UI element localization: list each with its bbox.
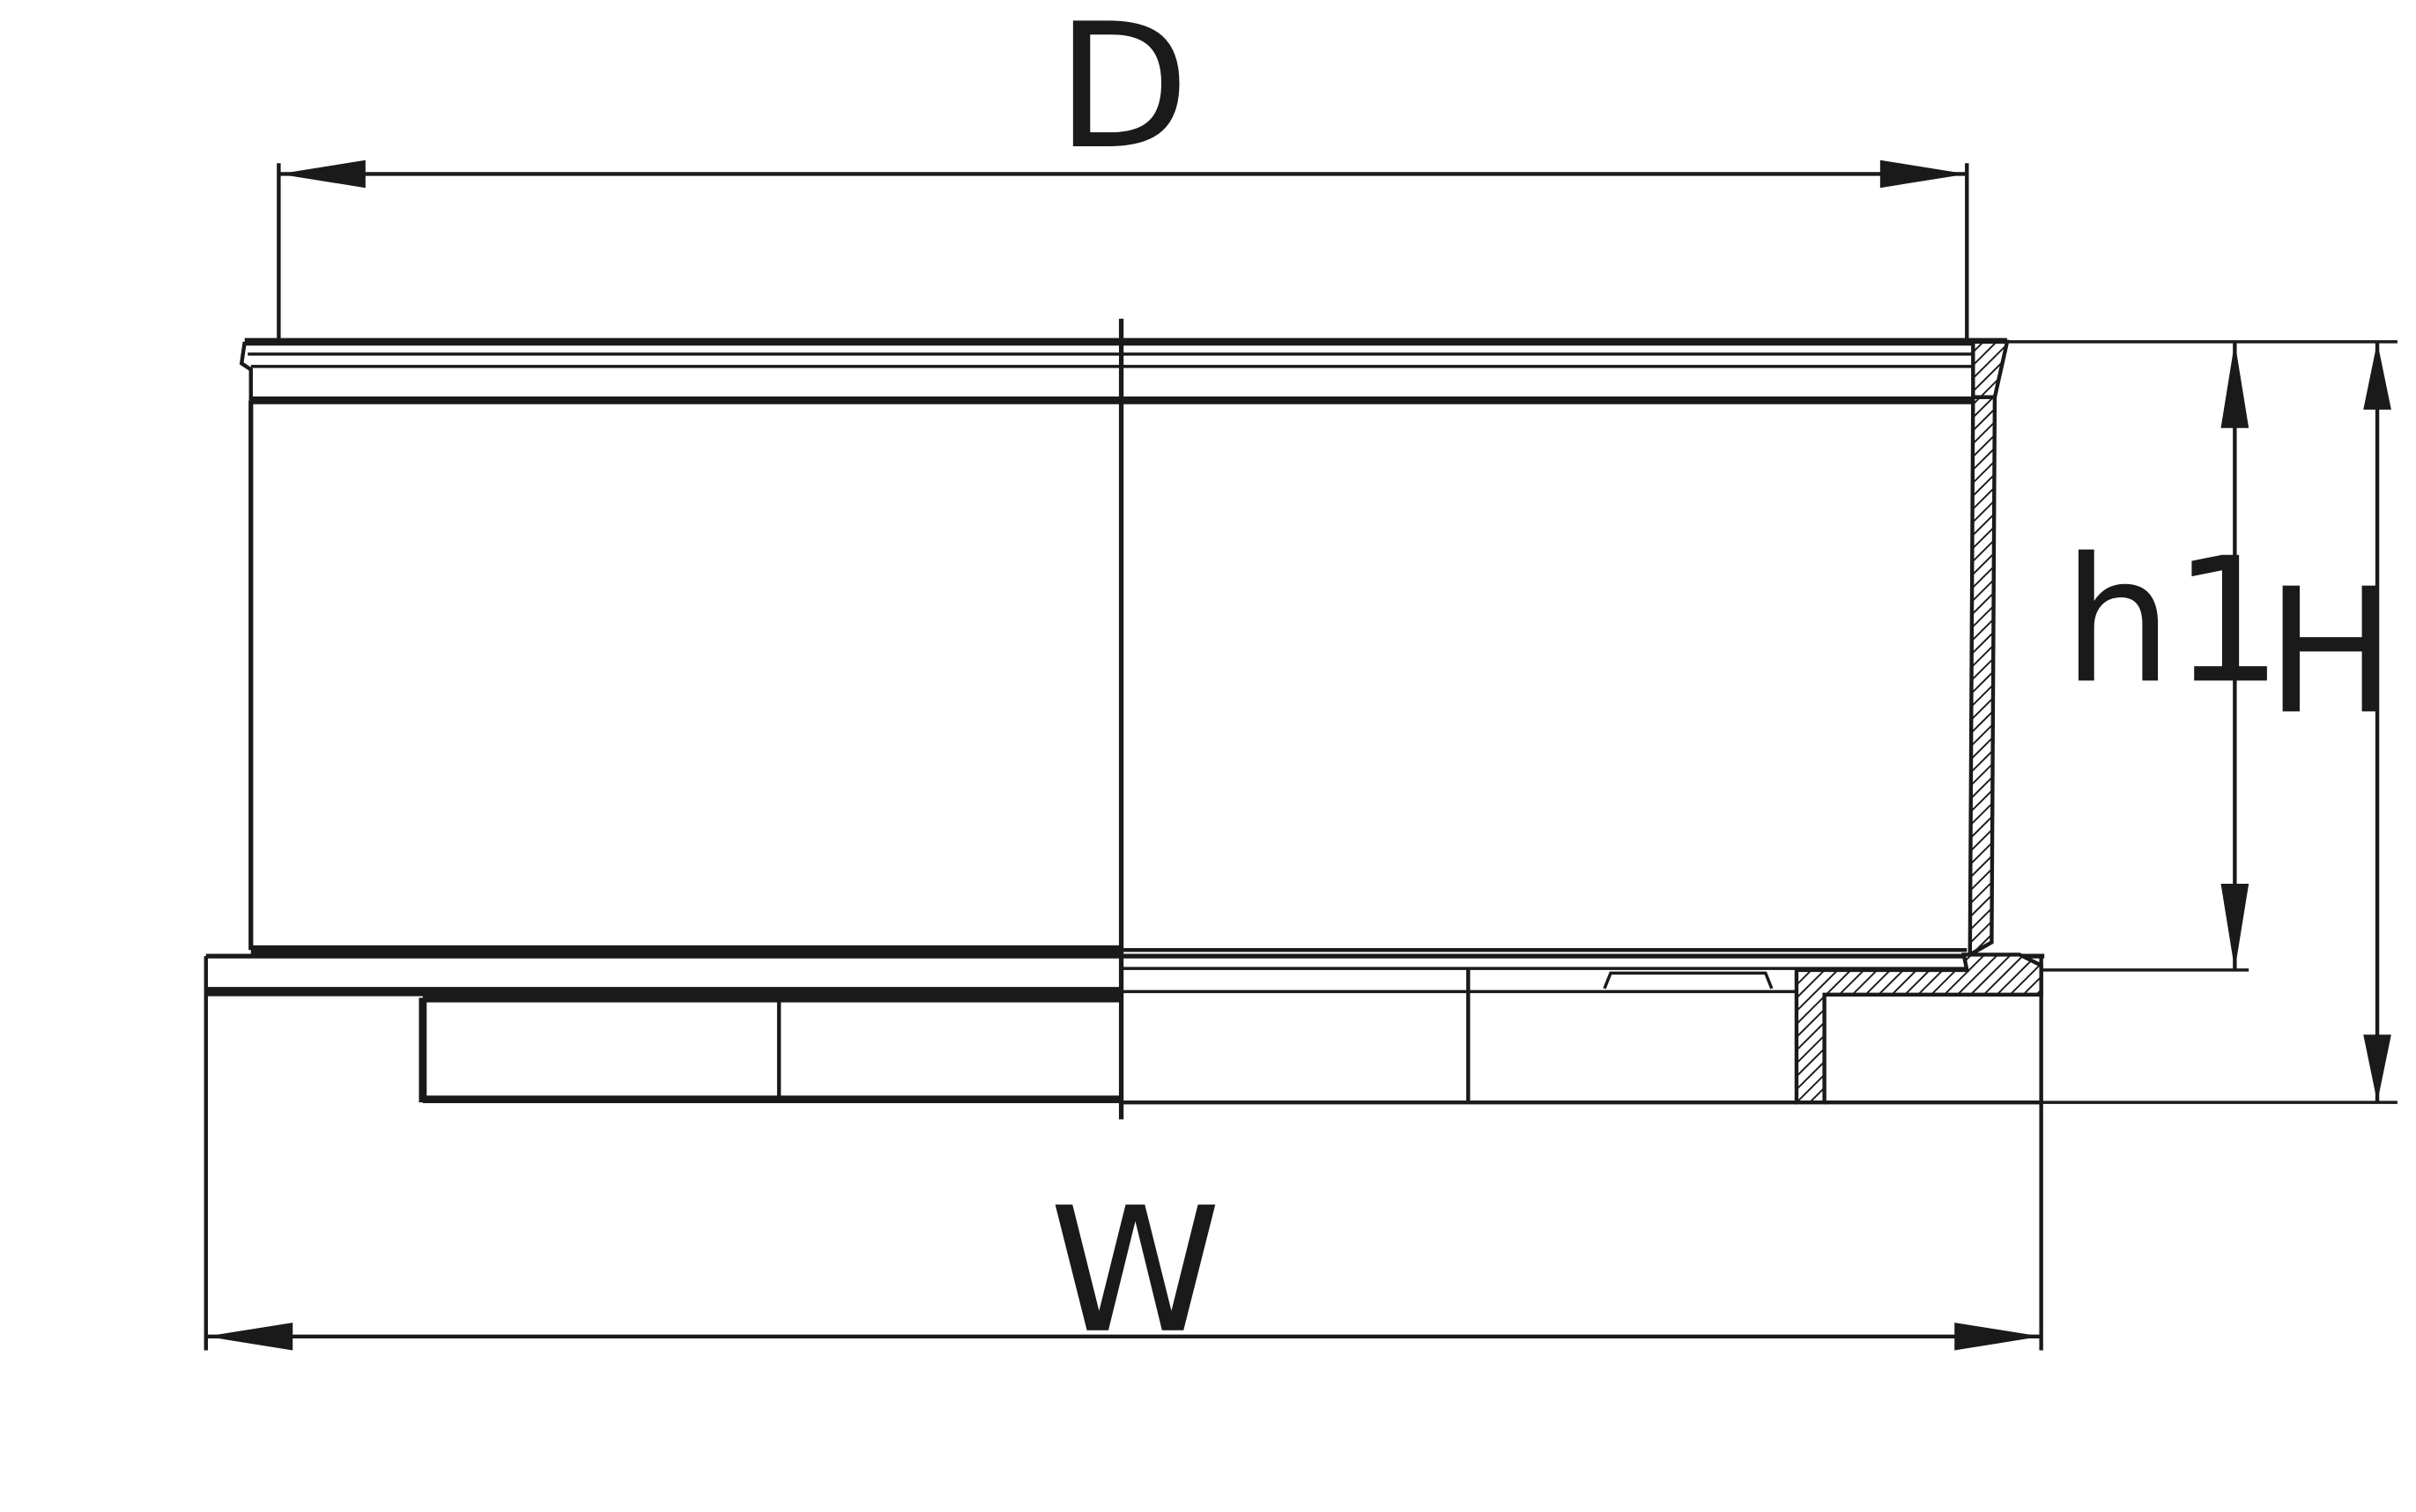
label-h1: h1 xyxy=(2063,522,2283,722)
dimension-h1 xyxy=(2006,340,2397,972)
dimension-w xyxy=(205,1323,2042,1351)
right-wall-section xyxy=(1968,395,1997,959)
dimension-h xyxy=(2041,341,2397,1104)
arrowhead-h-bottom xyxy=(2363,1034,2391,1103)
arrowhead-h-top xyxy=(2363,341,2391,410)
arrowhead-w-right xyxy=(1954,1323,2042,1351)
arrowhead-d-right xyxy=(1879,159,1968,189)
rim-lip-section xyxy=(1971,339,2010,400)
arrowhead-d-left xyxy=(278,159,366,189)
label-h: H xyxy=(2265,552,2396,752)
clip-detail xyxy=(1603,971,1774,989)
top-rim xyxy=(239,337,2007,404)
arrowhead-h1-bottom xyxy=(2220,884,2249,970)
arrowhead-w-left xyxy=(205,1323,293,1351)
base-flange-section xyxy=(1794,952,2043,1105)
label-d: D xyxy=(1056,0,1190,188)
dimension-d xyxy=(277,159,1969,342)
label-w: W xyxy=(1049,1171,1221,1371)
lower-skirt xyxy=(419,968,2042,1105)
arrowhead-h1-top xyxy=(2220,341,2249,428)
